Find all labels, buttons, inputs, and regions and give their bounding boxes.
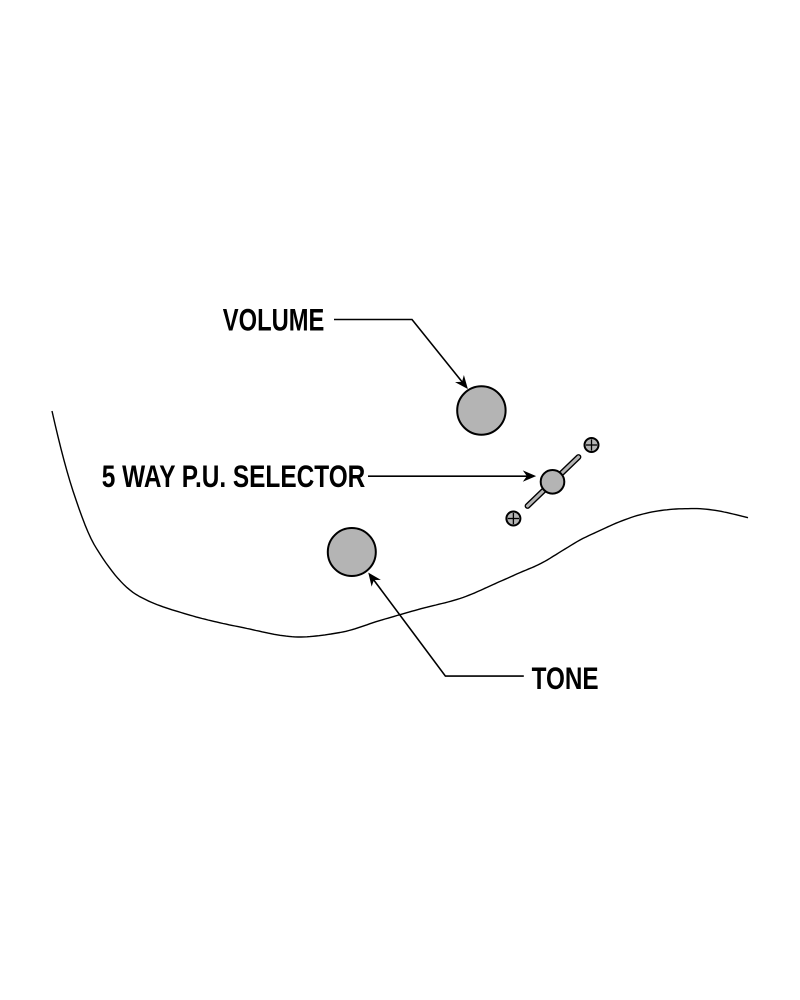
svg-text:VOLUME: VOLUME: [223, 301, 324, 337]
svg-text:TONE: TONE: [532, 660, 599, 696]
svg-text:5 WAY P.U. SELECTOR: 5 WAY P.U. SELECTOR: [102, 458, 366, 494]
